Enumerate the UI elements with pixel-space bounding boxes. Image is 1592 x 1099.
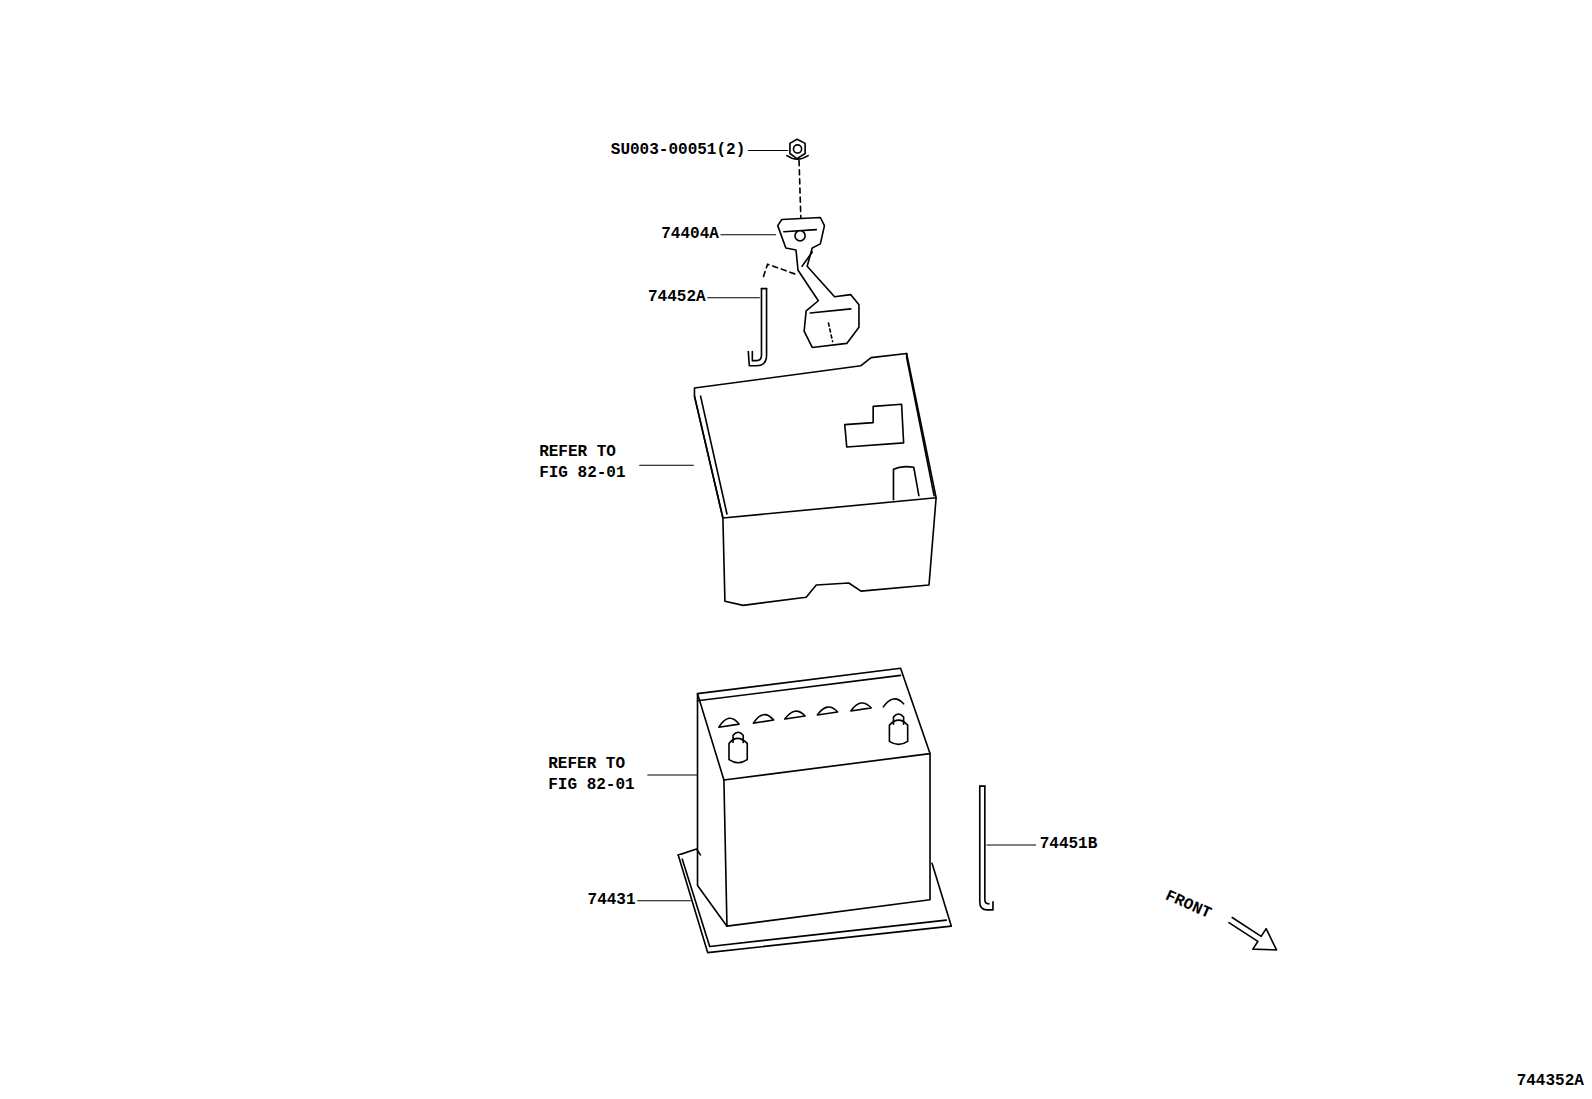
leader-line: [638, 150, 1036, 900]
battery-tray: [678, 855, 951, 952]
callout-number: 74452A: [648, 287, 706, 308]
callout-number: 74431: [588, 890, 636, 911]
assembly-line: [799, 161, 801, 226]
battery: [678, 668, 951, 952]
figure-number: 744352A: [1517, 1071, 1584, 1092]
callout-number: 74404A: [661, 224, 719, 245]
assembly-line: [764, 264, 796, 276]
direction-label: FRONT: [1161, 886, 1213, 925]
reference-note: REFER TO FIG 82-01: [548, 754, 644, 796]
flange-nut: [787, 139, 808, 159]
vent-cap: [719, 699, 904, 727]
part-number: SU003-00051(2): [611, 140, 745, 161]
battery-clamp: [778, 217, 859, 347]
battery-terminal: [729, 714, 908, 763]
hook-rod: [748, 289, 766, 366]
hook-rod: [980, 786, 993, 910]
reference-note: REFER TO FIG 82-01: [539, 442, 635, 484]
callout-number: 74451B: [1040, 834, 1098, 855]
battery-cover: [694, 354, 936, 606]
front-arrow: [1224, 910, 1283, 960]
